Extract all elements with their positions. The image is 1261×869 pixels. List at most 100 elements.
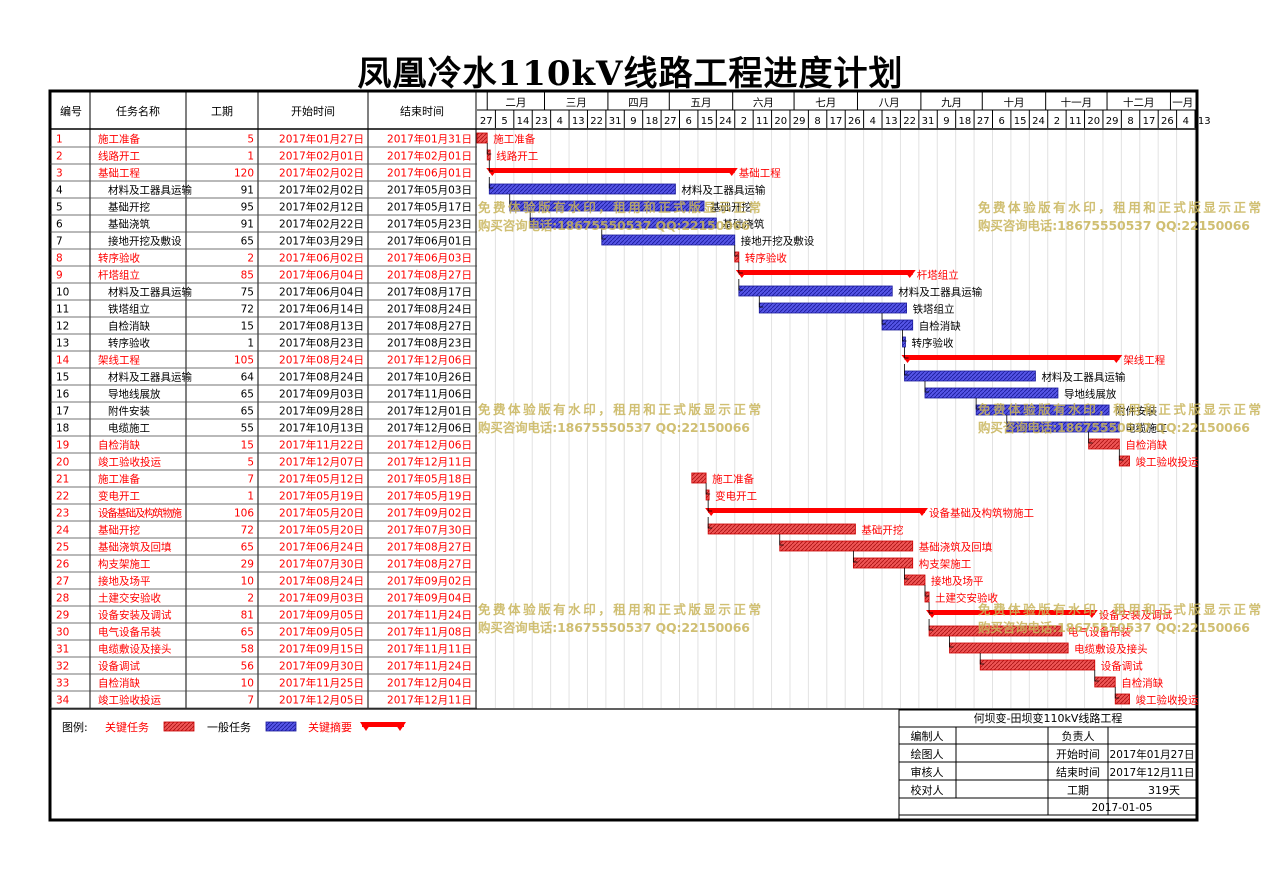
bar-label: 自检消缺 — [1121, 677, 1163, 690]
watermark-line1: 免费体验版有水印，租用和正式版显示正常 — [478, 402, 761, 417]
task-duration: 7 — [247, 474, 254, 486]
dependency-connector — [949, 636, 954, 648]
task-start: 2017年09月03日 — [279, 388, 364, 401]
task-start: 2017年02月02日 — [279, 167, 364, 180]
watermark-line2: 购买咨询电话:18675550537 QQ:22150066 — [478, 218, 750, 233]
task-id: 30 — [56, 627, 69, 639]
summary-end-cap — [903, 270, 916, 278]
task-id: 27 — [56, 576, 69, 588]
dependency-connector — [979, 653, 985, 665]
watermark-line2: 购买咨询电话:18675550537 QQ:22150066 — [978, 218, 1250, 233]
month-label: 十二月 — [1123, 96, 1155, 109]
watermark-line2: 购买咨询电话:18675550537 QQ:22150066 — [478, 620, 750, 635]
task-bar — [529, 217, 717, 229]
week-label: 9 — [630, 116, 636, 127]
task-name: 自检消缺 — [108, 320, 150, 333]
task-duration: 91 — [241, 219, 254, 231]
task-duration: 64 — [241, 372, 255, 384]
week-label: 6 — [686, 116, 692, 127]
task-duration: 56 — [241, 661, 255, 673]
bar-label: 转序验收 — [745, 252, 787, 265]
task-duration: 65 — [241, 542, 254, 554]
dependency-connector — [707, 500, 713, 512]
task-name: 转序验收 — [108, 337, 150, 350]
task-end: 2017年05月18日 — [387, 473, 472, 486]
task-end: 2017年08月24日 — [387, 303, 472, 316]
task-id: 12 — [56, 321, 69, 333]
task-bar — [852, 557, 914, 569]
task-end: 2017年08月23日 — [387, 337, 472, 350]
dependency-connector — [705, 483, 711, 495]
bar-label: 土建交安验收 — [935, 592, 998, 605]
task-start: 2017年09月05日 — [279, 609, 364, 622]
week-label: 31 — [609, 116, 622, 127]
info-owner-label: 负责人 — [1062, 729, 1095, 743]
task-duration: 7 — [247, 695, 254, 707]
task-name: 架线工程 — [98, 354, 140, 367]
task-id: 4 — [56, 185, 63, 197]
task-name: 土建交安验收 — [98, 592, 161, 605]
week-label: 22 — [903, 116, 916, 127]
info-editor-label: 编制人 — [911, 729, 944, 743]
legend-normal-text: 一般任务 — [207, 721, 251, 734]
task-name: 杆塔组立 — [98, 269, 140, 282]
bar-label: 架线工程 — [1123, 354, 1165, 367]
week-label: 4 — [557, 116, 563, 127]
dependency-connector — [738, 279, 743, 291]
task-bar — [904, 370, 1036, 382]
legend-critical-swatch — [163, 721, 195, 732]
task-name: 电缆施工 — [108, 422, 150, 435]
task-bar — [758, 302, 907, 314]
week-label: 9 — [943, 116, 949, 127]
task-end: 2017年08月27日 — [387, 269, 472, 282]
task-name: 线路开工 — [98, 150, 140, 163]
bar-label: 自检消缺 — [1125, 439, 1167, 452]
task-start: 2017年08月24日 — [279, 575, 364, 588]
month-label: 五月 — [690, 97, 711, 109]
task-id: 1 — [56, 134, 63, 146]
task-name: 设备调试 — [98, 660, 140, 673]
legend-label: 图例: — [62, 720, 88, 734]
week-label: 27 — [977, 116, 990, 127]
task-start: 2017年06月04日 — [279, 286, 364, 299]
header-id: 编号 — [60, 104, 82, 118]
week-label: 23 — [535, 116, 548, 127]
week-label: 20 — [774, 116, 787, 127]
outer-frame — [48, 89, 1199, 822]
task-name: 竣工验收投运 — [98, 694, 161, 707]
task-bar — [928, 625, 1063, 637]
task-start: 2017年09月05日 — [279, 626, 364, 639]
dependency-connector — [904, 364, 909, 376]
bar-label: 构支架施工 — [919, 558, 972, 571]
task-bar — [1006, 421, 1120, 433]
task-id: 18 — [56, 423, 69, 435]
dependency-connector — [509, 194, 514, 206]
task-end: 2017年05月17日 — [387, 201, 472, 214]
dependency-connector — [902, 330, 907, 342]
task-id: 15 — [56, 372, 69, 384]
dependency-connector — [734, 245, 739, 257]
task-bar — [486, 149, 491, 161]
week-label: 8 — [1127, 116, 1133, 127]
task-end: 2017年08月27日 — [387, 541, 472, 554]
week-label: 27 — [480, 116, 493, 127]
legend-summary-cap-r — [394, 722, 406, 731]
task-bar — [476, 132, 488, 144]
task-end: 2017年12月11日 — [387, 456, 472, 469]
summary-bar — [904, 355, 1120, 360]
week-label: 11 — [756, 116, 769, 127]
header-start: 开始时间 — [291, 104, 335, 118]
bar-label: 自检消缺 — [919, 320, 961, 333]
task-name: 变电开工 — [98, 490, 140, 503]
bar-label: 变电开工 — [715, 490, 757, 503]
task-name: 基础浇筑及回填 — [98, 541, 172, 554]
header-end: 结束时间 — [400, 105, 444, 118]
bar-label: 施工准备 — [712, 473, 754, 486]
summary-end-cap — [1085, 610, 1098, 618]
task-name: 电缆敷设及接头 — [98, 643, 172, 656]
task-name: 接地及场平 — [98, 575, 151, 588]
watermark-line1: 免费体验版有水印，租用和正式版显示正常 — [978, 602, 1261, 617]
bar-label: 铁塔组立 — [913, 303, 955, 316]
task-duration: 2 — [247, 593, 254, 605]
bar-label: 设备安装及调试 — [1099, 609, 1173, 622]
